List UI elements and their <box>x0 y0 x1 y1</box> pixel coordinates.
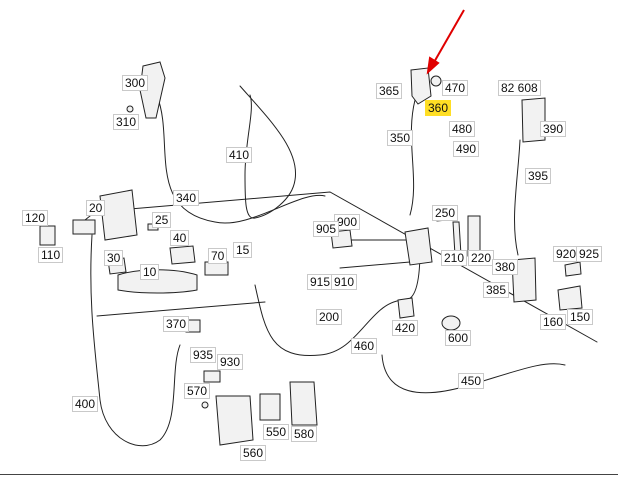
part-label[interactable]: 390 <box>540 121 567 137</box>
part-label[interactable]: 110 <box>38 247 64 263</box>
part-label[interactable]: 250 <box>432 205 459 221</box>
part-390 <box>521 97 546 143</box>
part-label[interactable]: 25 <box>152 212 172 228</box>
part-label[interactable]: 310 <box>113 114 140 130</box>
part-label[interactable]: 340 <box>173 190 200 206</box>
part-label[interactable]: 380 <box>492 259 519 275</box>
part-label[interactable]: 935 <box>190 347 217 363</box>
part-label[interactable]: 400 <box>72 396 99 412</box>
clip-420 <box>397 297 415 319</box>
part-label[interactable]: 365 <box>376 83 403 99</box>
part-label[interactable]: 210 <box>441 250 468 266</box>
part-label[interactable]: 470 <box>442 80 469 96</box>
part-label[interactable]: 200 <box>316 309 343 325</box>
part-label[interactable]: 905 <box>313 221 340 237</box>
part-label[interactable]: 910 <box>331 274 358 290</box>
part-label[interactable]: 370 <box>163 316 190 332</box>
cable-200 <box>254 249 421 357</box>
part-label[interactable]: 490 <box>453 141 480 157</box>
part-label[interactable]: 570 <box>184 383 211 399</box>
part-label[interactable]: 10 <box>140 264 160 280</box>
part-label[interactable]: 40 <box>170 230 190 246</box>
screw-570 <box>201 401 209 409</box>
part-40 <box>169 245 196 265</box>
part-label[interactable]: 30 <box>104 250 124 266</box>
part-label[interactable]: 560 <box>240 445 267 461</box>
part-label[interactable]: 480 <box>449 121 476 137</box>
cable-end-930 <box>203 370 221 383</box>
part-label[interactable]: 410 <box>226 147 253 163</box>
part-label[interactable]: 20 <box>86 200 106 216</box>
part-label[interactable]: 120 <box>22 210 49 226</box>
part-label[interactable]: 420 <box>392 320 419 336</box>
pointer-arrow <box>426 9 465 75</box>
divider <box>0 474 618 475</box>
part-label[interactable]: 460 <box>351 338 378 354</box>
part-label[interactable]: 150 <box>567 309 594 325</box>
part-label[interactable]: 930 <box>217 354 244 370</box>
cable-395 <box>514 139 521 256</box>
part-label[interactable]: 925 <box>576 246 603 262</box>
part-label[interactable]: 385 <box>483 282 510 298</box>
part-label[interactable]: 160 <box>540 314 567 330</box>
part-label[interactable]: 350 <box>387 130 414 146</box>
frame-580 <box>289 381 318 426</box>
bracket-150 <box>557 285 583 311</box>
part-label[interactable]: 600 <box>445 330 472 346</box>
part-label[interactable]: 900 <box>334 214 361 230</box>
part-label[interactable]: 920 <box>553 246 580 262</box>
rod-910 <box>339 261 411 269</box>
plate-550 <box>259 393 281 421</box>
lever-360 <box>410 67 432 105</box>
cap-600 <box>441 315 461 331</box>
frame-line <box>96 301 266 317</box>
bracket-20 <box>99 189 138 241</box>
part-label[interactable]: 70 <box>208 248 228 264</box>
clip-120 <box>72 219 96 235</box>
nut-470 <box>430 75 442 87</box>
cable-340 <box>156 95 326 224</box>
part-label-highlighted[interactable]: 360 <box>425 100 452 116</box>
carrier-110 <box>39 225 56 246</box>
part-label[interactable]: 450 <box>458 373 485 389</box>
part-920 <box>564 261 582 277</box>
cable-400 <box>90 234 181 447</box>
part-label[interactable]: 15 <box>233 242 253 258</box>
part-label[interactable]: 82 608 <box>498 80 541 96</box>
cover-560 <box>215 395 254 446</box>
part-label[interactable]: 395 <box>525 168 552 184</box>
part-label[interactable]: 915 <box>307 274 334 290</box>
part-label[interactable]: 300 <box>122 75 149 91</box>
cable-350 <box>409 99 416 216</box>
part-label[interactable]: 550 <box>263 424 290 440</box>
part-label[interactable]: 220 <box>468 250 495 266</box>
lock-main <box>404 227 433 266</box>
part-label[interactable]: 580 <box>291 426 318 442</box>
screw-310 <box>126 105 134 113</box>
cable-410 <box>239 85 297 219</box>
